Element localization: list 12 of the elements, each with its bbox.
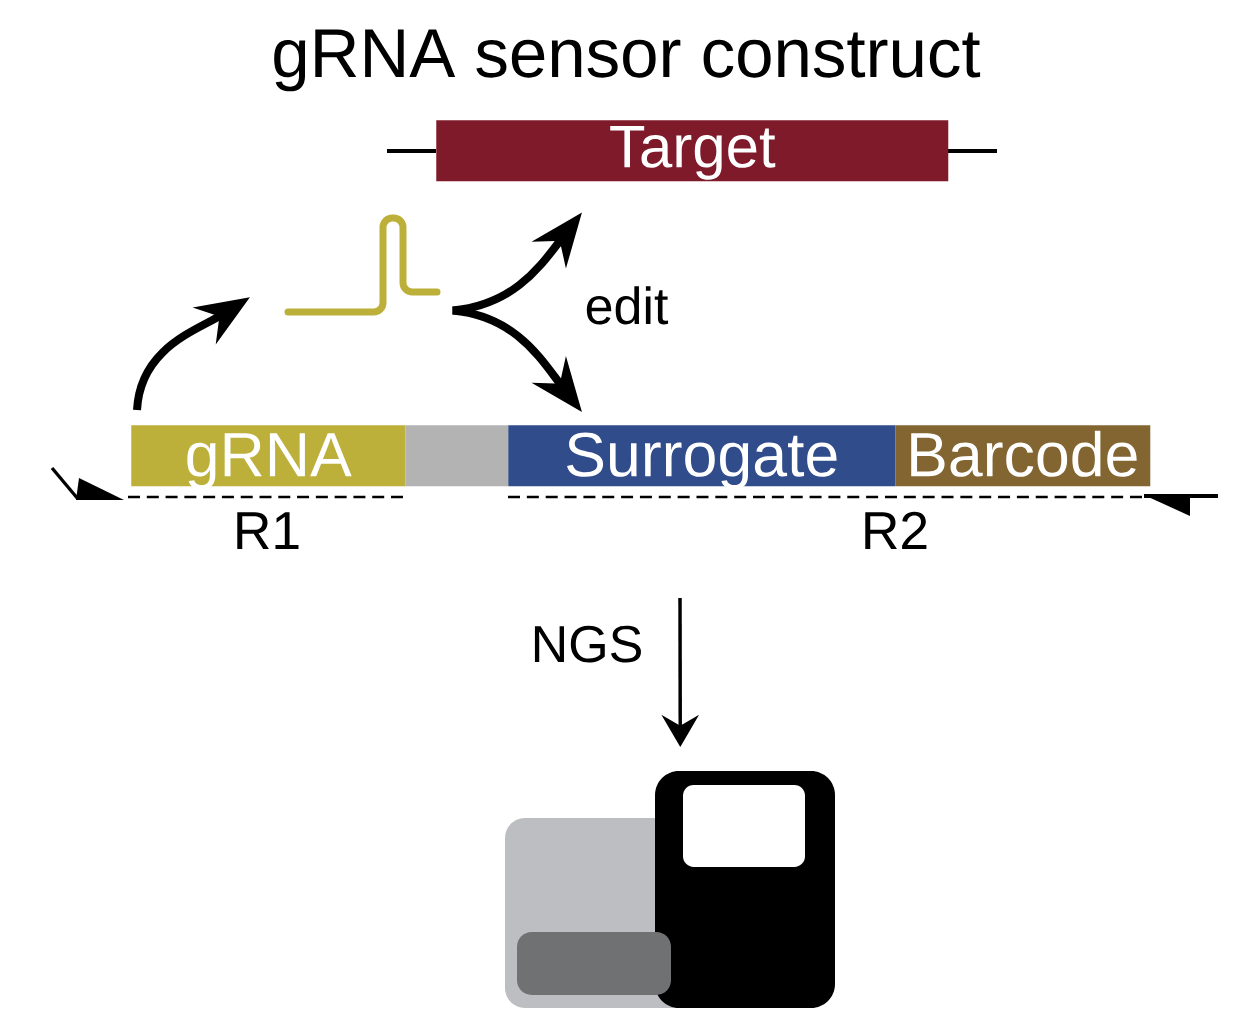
sequence-box: Surrogate — [508, 425, 896, 490]
rna-strand-drawing — [284, 214, 441, 316]
edge-label: edit — [586, 286, 669, 325]
edge-label: NGS — [534, 625, 641, 663]
title: gRNA sensor construct — [274, 29, 981, 92]
read-label: R1 — [237, 512, 299, 549]
spacer-box — [405, 425, 509, 487]
target-box: Target — [436, 120, 949, 182]
sequence-box: Barcode — [895, 425, 1151, 487]
sequencer-picture — [505, 771, 835, 1008]
sequence-box: gRNA — [131, 425, 406, 490]
read-label: R2 — [865, 511, 927, 549]
